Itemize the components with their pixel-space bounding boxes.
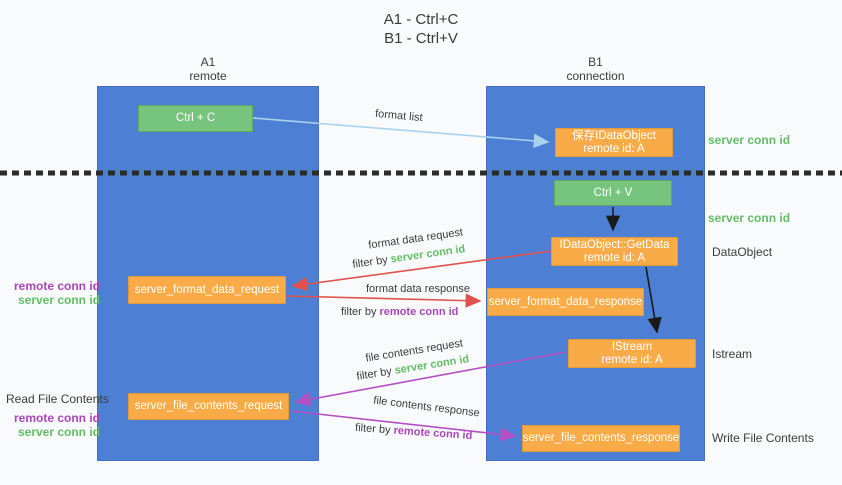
node-ctrl-v: Ctrl + V [554,180,672,206]
lane-b1-name: B1 [588,55,603,69]
node-istream: IStream remote id: A [568,339,696,368]
node-server-file-contents-request: server_file_contents_request [128,393,289,420]
label-remote-conn-id-left-1: remote conn id [13,279,100,293]
node-getdata-line2: remote id: A [583,251,646,264]
label-remote-conn-id-left-2: remote conn id [13,411,100,425]
node-istream-line1: IStream [611,340,653,353]
label-server-conn-id-mid: server conn id [708,211,791,225]
label-istream: Istream [712,347,753,361]
node-save-idataobject-line1: 保存IDataObject [572,129,656,142]
lane-a1-role: remote [189,69,227,83]
label-format-data-response: format data response [366,283,470,295]
filter-by-text: filter by [354,421,391,437]
node-ctrl-c-label: Ctrl + C [175,112,216,124]
lane-header-b1: B1 connection [486,55,705,83]
arrow-file-contents-request [294,351,567,407]
title-line-a1: A1 - Ctrl+C [383,11,459,28]
title-line-b1: B1 - Ctrl+V [384,30,458,47]
node-ctrl-v-label: Ctrl + V [593,186,633,199]
label-server-conn-id-top: server conn id [708,133,791,147]
label-filter-by-remote-conn-id-1: filter by remote conn id [341,306,458,318]
label-write-file-contents: Write File Contents [712,431,814,445]
arrow-format-data-request [291,250,552,292]
label-dataobject: DataObject [712,245,773,259]
arrow-format-list [252,117,550,149]
label-read-file-contents: Read File Contents [6,392,109,406]
node-save-idataobject: 保存IDataObject remote id: A [555,128,673,157]
lane-header-a1: A1 remote [97,55,319,83]
node-server-file-contents-response: server_file_contents_response [522,425,680,452]
arrow-format-data-response [285,293,482,308]
lane-a1-name: A1 [200,55,216,69]
node-server-format-data-request: server_format_data_request [128,276,286,304]
label-server-conn-id-left-1: server conn id [17,293,100,307]
diagram-title: A1 - Ctrl+C B1 - Ctrl+V [0,10,842,48]
node-istream-line2: remote id: A [601,353,663,366]
node-ctrl-c: Ctrl + C [138,105,253,132]
node-server-format-data-response: server_format_data_response [487,288,644,316]
node-file-request-label: server_file_contents_request [134,400,283,412]
label-server-conn-id-left-2: server conn id [17,425,100,439]
node-format-request-label: server_format_data_request [134,283,280,296]
node-file-response-label: server_file_contents_response [522,432,680,444]
node-getdata-line1: IDataObject::GetData [559,238,670,251]
node-idataobject-getdata: IDataObject::GetData remote id: A [551,237,678,266]
lane-b1-role: connection [566,69,625,83]
arrow-getdata-to-istream [645,266,662,334]
node-format-response-label: server_format_data_response [488,295,643,308]
filter-by-text: filter by [341,306,377,318]
remote-conn-id-text: remote conn id [379,306,459,318]
arrow-file-contents-response [290,410,517,442]
node-save-idataobject-line2: remote id: A [583,142,645,155]
